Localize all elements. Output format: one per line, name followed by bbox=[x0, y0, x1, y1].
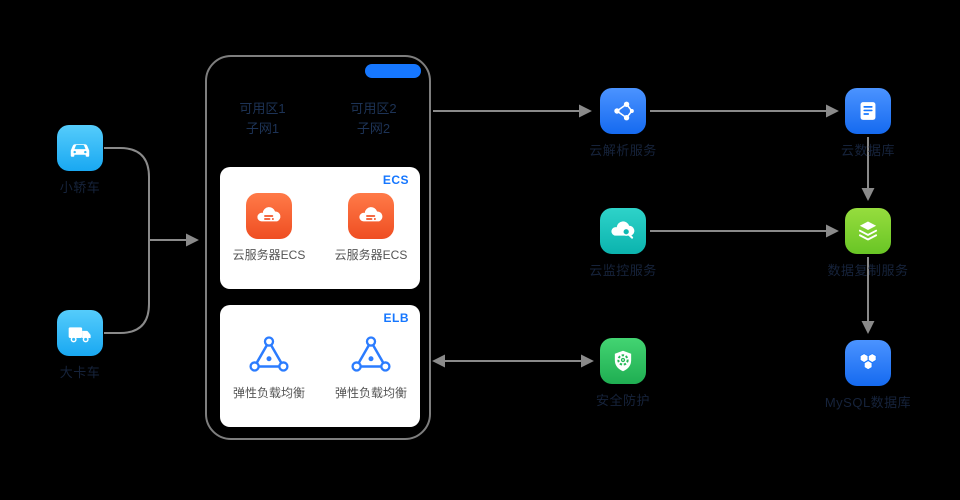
truck-icon bbox=[57, 310, 103, 356]
zone-1-line1: 可用区1 bbox=[239, 101, 286, 116]
cloud-search-glyph bbox=[611, 221, 635, 239]
ecs-item-2: 云服务器ECS bbox=[329, 193, 413, 263]
mysql-database-icon bbox=[845, 340, 891, 386]
truck-label: 大卡车 bbox=[59, 365, 101, 380]
zone-2-line2: 子网2 bbox=[356, 120, 391, 136]
honeycomb-glyph bbox=[859, 353, 877, 370]
security-service-icon bbox=[600, 338, 646, 384]
ecs-row: 云服务器ECS 云服务器ECS bbox=[220, 193, 420, 263]
zone-headers: 可用区1 子网1 可用区2 子网2 bbox=[207, 99, 429, 138]
database-service-label: 云数据库 bbox=[840, 143, 895, 158]
car-label: 小轿车 bbox=[59, 180, 101, 195]
zone-2-label: 可用区2 子网2 bbox=[318, 99, 429, 138]
mysql-database-label: MySQL数据库 bbox=[824, 395, 912, 410]
zone-2-line1: 可用区2 bbox=[350, 101, 397, 116]
monitoring-service-label: 云监控服务 bbox=[589, 263, 657, 278]
cloud-server-glyph bbox=[257, 207, 281, 222]
layers-glyph bbox=[858, 221, 878, 241]
ecs-item-1-label: 云服务器ECS bbox=[232, 248, 306, 262]
truck-glyph bbox=[68, 327, 91, 343]
ecs-card: ECS 云服务器ECS bbox=[220, 167, 420, 289]
dns-service-label: 云解析服务 bbox=[589, 143, 657, 158]
vpc-container: 可用区1 子网1 可用区2 子网2 ECS bbox=[205, 55, 431, 440]
vpc-tab bbox=[365, 64, 421, 78]
database-service-icon bbox=[845, 88, 891, 134]
zone-1-label: 可用区1 子网1 bbox=[207, 99, 318, 138]
dns-service-icon bbox=[600, 88, 646, 134]
ecs-item-2-label: 云服务器ECS bbox=[334, 248, 408, 262]
elb-icon bbox=[348, 331, 394, 377]
shield-gear-glyph bbox=[614, 350, 632, 372]
database-document-glyph bbox=[860, 102, 876, 120]
network-nodes-glyph bbox=[614, 101, 634, 121]
car-icon bbox=[57, 125, 103, 171]
load-balancer-glyph bbox=[249, 336, 289, 372]
elb-item-1-label: 弹性负载均衡 bbox=[232, 386, 305, 400]
car-glyph bbox=[70, 144, 90, 157]
security-service-label: 安全防护 bbox=[595, 393, 650, 408]
ecs-icon bbox=[246, 193, 292, 239]
load-balancer-glyph bbox=[351, 336, 391, 372]
ecs-icon bbox=[348, 193, 394, 239]
elb-card: ELB 弹性负载均衡 bbox=[220, 305, 420, 427]
cloud-server-glyph bbox=[359, 207, 383, 222]
replication-service-label: 数据复制服务 bbox=[827, 263, 909, 278]
elb-item-2-label: 弹性负载均衡 bbox=[334, 386, 407, 400]
ecs-tag: ECS bbox=[382, 173, 409, 187]
elb-row: 弹性负载均衡 弹性负载均衡 bbox=[220, 331, 420, 401]
elb-tag: ELB bbox=[383, 311, 409, 325]
elb-item-2: 弹性负载均衡 bbox=[329, 331, 413, 401]
elb-icon bbox=[246, 331, 292, 377]
ecs-item-1: 云服务器ECS bbox=[227, 193, 311, 263]
replication-service-icon bbox=[845, 208, 891, 254]
zone-1-line2: 子网1 bbox=[245, 120, 280, 136]
monitoring-service-icon bbox=[600, 208, 646, 254]
connector-truck-merge bbox=[104, 240, 150, 334]
elb-item-1: 弹性负载均衡 bbox=[227, 331, 311, 401]
